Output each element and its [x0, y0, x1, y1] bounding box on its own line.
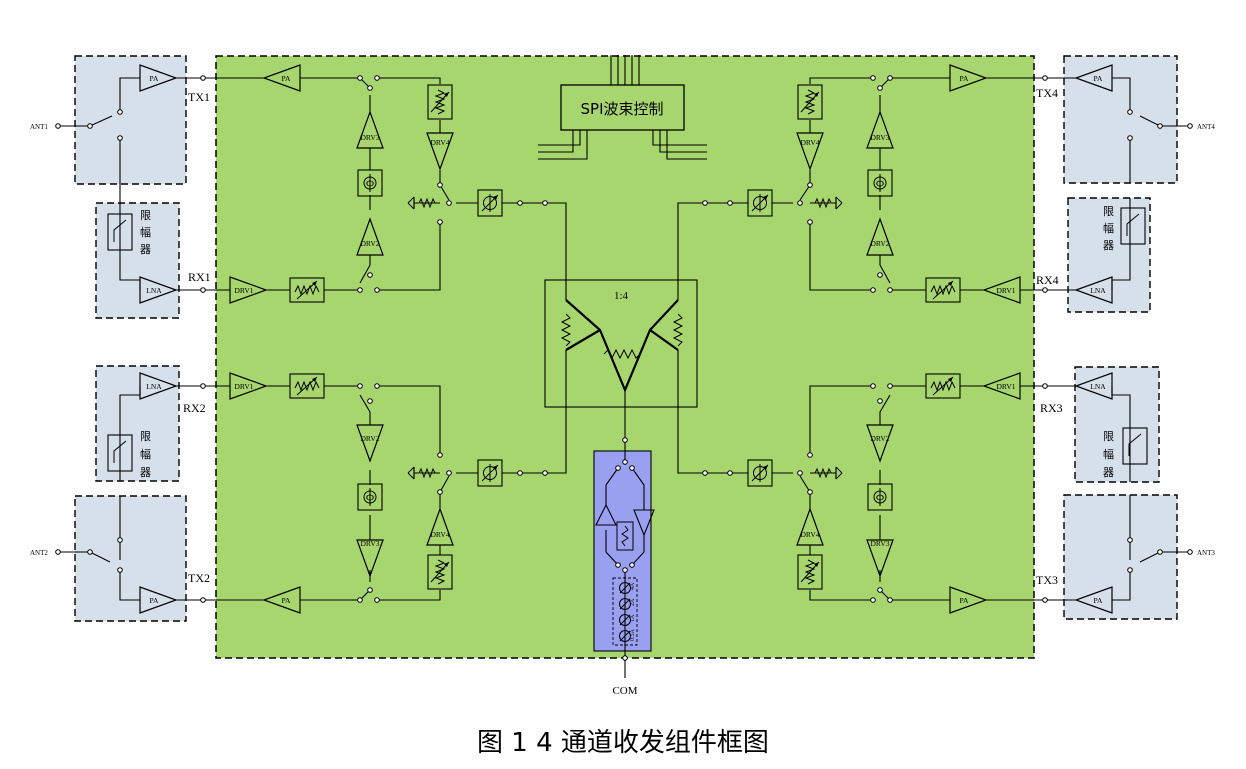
label-drv3-ch1: DRV3	[361, 133, 380, 142]
limiter1-char1: 限	[140, 209, 151, 222]
spi-label: SPI波束控制	[581, 100, 664, 118]
limiter3-char1: 限	[1103, 430, 1114, 443]
limiter4-char2: 幅	[1103, 222, 1114, 235]
channel-labels: TX1 RX1 RX2 TX2 TX4 RX4 RX3 TX3	[183, 86, 1063, 587]
amplifiers	[139, 64, 1113, 614]
limiter2-char3: 器	[140, 466, 151, 479]
label-drv1-ch4: DRV1	[997, 286, 1016, 295]
label-lna-ch2: LNA	[146, 382, 162, 391]
rx4-label: RX4	[1036, 273, 1059, 287]
label-drv2-ch3: DRV2	[871, 434, 890, 443]
phase-symbol-ch4: Φ	[876, 178, 884, 190]
limiter4-char1: 限	[1103, 205, 1114, 218]
figure-caption: 图 1 4 通道收发组件框图	[477, 728, 769, 758]
tx4-label: TX4	[1036, 86, 1058, 100]
label-lna-ch3: LNA	[1090, 382, 1106, 391]
label-drv1-ch2: DRV1	[235, 382, 254, 391]
label-pa-ch3-core: PA	[960, 596, 969, 605]
label-drv2-ch1: DRV2	[361, 239, 380, 248]
label-pa-ch4: PA	[1094, 74, 1103, 83]
label-drv3-ch2: DRV3	[361, 539, 380, 548]
com-label: COM	[612, 685, 637, 697]
label-pa-ch3: PA	[1094, 596, 1103, 605]
limiter4-char3: 器	[1103, 239, 1114, 252]
label-drv4-ch3: DRV4	[801, 530, 820, 539]
label-lna-ch4: LNA	[1090, 286, 1106, 295]
atten-05a: 0.5A	[630, 629, 636, 642]
label-drv4-ch1: DRV4	[431, 138, 450, 147]
limiter-labels: 限 幅 器 限 幅 器 限 幅 器 限 幅 器	[140, 205, 1114, 479]
ant3-label: ANT3	[1197, 549, 1215, 557]
atten-2a: 2A	[630, 598, 636, 606]
rx3-label: RX3	[1040, 401, 1063, 415]
atten-step-labels: 4A 2A 1A 0.5A	[630, 582, 636, 641]
limiter2-char1: 限	[140, 430, 151, 443]
label-pa-ch1: PA	[150, 74, 159, 83]
limiter1-char3: 器	[140, 243, 151, 256]
rx1-label: RX1	[188, 270, 211, 284]
label-lna-ch1: LNA	[146, 286, 162, 295]
label-drv2-ch4: DRV2	[871, 239, 890, 248]
wiring	[58, 55, 1190, 678]
com-module	[593, 450, 652, 652]
label-drv4-ch4: DRV4	[801, 138, 820, 147]
amp-labels: PA PA LNA DRV1 DRV3 DRV4 DRV2 LNA DRV1 P…	[146, 74, 1106, 605]
limiter1-char2: 幅	[140, 226, 151, 239]
combiner-label: 1:4	[614, 290, 629, 302]
limiter2-char2: 幅	[140, 448, 151, 461]
label-drv3-ch4: DRV3	[871, 133, 890, 142]
ant1-label: ANT1	[30, 123, 48, 131]
phase-symbol-ch1: Φ	[366, 178, 374, 190]
label-drv4-ch2: DRV4	[431, 530, 450, 539]
limiter3-char3: 器	[1103, 466, 1114, 479]
tx3-label: TX3	[1036, 573, 1058, 587]
phase-symbol-ch2: Φ	[366, 492, 374, 504]
label-pa-ch1-core: PA	[282, 74, 291, 83]
atten-4a: 4A	[630, 582, 636, 590]
ant4-label: ANT4	[1197, 123, 1215, 131]
rf-components	[107, 84, 1148, 646]
label-pa-ch4-core: PA	[960, 74, 969, 83]
combiner	[544, 279, 698, 408]
phase-symbol-ch3: Φ	[876, 492, 884, 504]
label-drv1-ch1: DRV1	[235, 286, 254, 295]
ant2-label: ANT2	[30, 549, 48, 557]
label-pa-ch2-core: PA	[282, 596, 291, 605]
label-drv2-ch2: DRV2	[361, 434, 380, 443]
tx1-label: TX1	[188, 90, 210, 104]
spi-control-block	[560, 84, 685, 131]
label-drv1-ch3: DRV1	[997, 382, 1016, 391]
label-pa-ch2: PA	[150, 596, 159, 605]
atten-1a: 1A	[630, 614, 636, 622]
antenna-labels: ANT1 ANT2 ANT3 ANT4	[30, 123, 1215, 557]
frontend-boxes	[74, 55, 1178, 622]
phase-labels: Φ Φ Φ Φ	[366, 178, 884, 504]
tx2-label: TX2	[188, 571, 210, 585]
label-drv3-ch3: DRV3	[871, 539, 890, 548]
rx2-label: RX2	[183, 401, 206, 415]
limiter3-char2: 幅	[1103, 448, 1114, 461]
